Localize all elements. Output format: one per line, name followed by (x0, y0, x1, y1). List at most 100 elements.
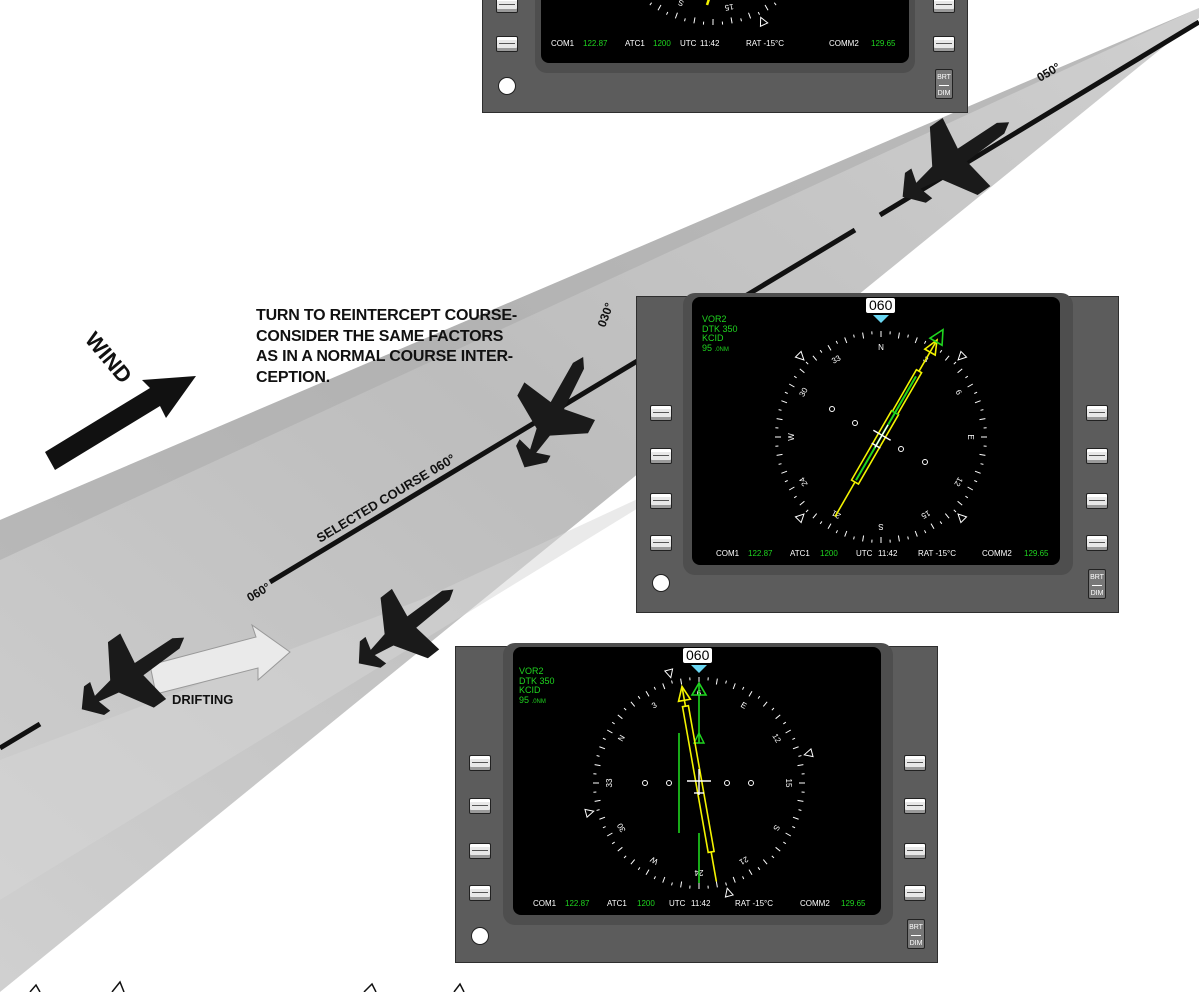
aircraft-turning (358, 588, 454, 668)
compass-tick (862, 535, 865, 542)
heading-pointer (873, 315, 889, 323)
compass-label: 12 (952, 476, 965, 489)
compass-tick (594, 799, 601, 802)
compass-label: 15 (724, 2, 735, 13)
compass-marker (759, 16, 769, 28)
compass-tick (783, 841, 787, 845)
compass-tick (957, 500, 963, 506)
utc-label: UTC (669, 899, 686, 908)
compass-tick (799, 368, 805, 374)
compass-label: S (771, 823, 781, 832)
line-select-key-right-1[interactable] (933, 0, 955, 13)
compass-tick (974, 400, 981, 404)
line-select-key-right-3[interactable] (1086, 493, 1108, 509)
compass-tick (645, 869, 650, 876)
compass-tick (674, 12, 678, 19)
compass-tick (914, 530, 918, 537)
line-select-key-left-4[interactable] (469, 885, 491, 901)
compass-tick (812, 513, 818, 519)
compass-tick (862, 332, 865, 339)
comm2-label: COMM2 (800, 899, 830, 908)
compass-label: 3 (650, 700, 659, 710)
compass-tick (680, 678, 683, 685)
line-select-key-left-2[interactable] (496, 36, 518, 52)
line-select-key-right-1[interactable] (904, 755, 926, 771)
wind-arrow (45, 376, 196, 470)
compass-tick (606, 832, 613, 837)
atc1-code: 1200 (820, 549, 838, 558)
line-select-key-left-1[interactable] (496, 0, 518, 13)
aircraft-drifting (81, 633, 185, 716)
rotary-knob[interactable] (498, 77, 516, 95)
line-select-key-left-1[interactable] (650, 405, 672, 421)
line-select-key-left-3[interactable] (469, 843, 491, 859)
compass-tick (980, 463, 984, 465)
compass-tick (771, 855, 775, 859)
compass-tick (819, 521, 823, 525)
line-select-key-right-2[interactable] (933, 36, 955, 52)
compass-tick (799, 500, 805, 506)
compass-label: S (878, 522, 883, 531)
compass-tick (974, 470, 981, 474)
line-select-key-right-4[interactable] (904, 885, 926, 901)
compass-tick (689, 885, 691, 889)
compass-tick (785, 729, 792, 734)
dim-label: DIM (909, 940, 923, 947)
rotary-knob[interactable] (652, 574, 670, 592)
line-select-key-left-4[interactable] (650, 535, 672, 551)
compass-tick (784, 480, 788, 483)
mfd-middle-screen: N36E1215S2124W3033 VOR2 DT (692, 297, 1060, 565)
compass-tick (930, 523, 935, 530)
compass-tick (788, 486, 795, 491)
compass-tick (827, 523, 832, 530)
compass-tick (801, 791, 805, 793)
mfd-top: N36E1215S2124W3033 COM1 122.87 ATC1 1200… (482, 0, 968, 113)
rotary-knob[interactable] (471, 927, 489, 945)
compass-tick (611, 721, 615, 725)
compass-tick (783, 721, 787, 725)
line-select-key-right-2[interactable] (904, 798, 926, 814)
compass-label: 30 (797, 386, 810, 399)
compass-tick (725, 680, 727, 684)
line-select-key-left-2[interactable] (650, 448, 672, 464)
compass-tick (793, 495, 797, 499)
compass-tick (907, 334, 909, 338)
compass-tick (693, 17, 696, 24)
rat-readout: RAT -15°C (735, 899, 774, 908)
compass-label: 15 (784, 779, 793, 788)
line-select-key-left-1[interactable] (469, 755, 491, 771)
line-select-key-left-3[interactable] (650, 493, 672, 509)
compass-tick (596, 809, 600, 811)
line-select-key-right-4[interactable] (1086, 535, 1108, 551)
utc-label: UTC (856, 549, 873, 558)
brt-label: BRT (909, 924, 923, 931)
compass-label: 15 (919, 508, 932, 521)
compass-tick (732, 876, 736, 883)
compass-tick (793, 375, 797, 379)
compass-tick (742, 876, 745, 880)
compass-tick (819, 349, 823, 353)
compass-tick (671, 680, 673, 684)
desired-track: DTK 350 (702, 323, 738, 334)
compass-tick (835, 340, 838, 344)
line-select-key-left-2[interactable] (469, 798, 491, 814)
compass-tick (944, 513, 950, 519)
compass-tick (939, 521, 943, 525)
compass-tick (748, 690, 753, 697)
mfd-middle: N36E1215S2124W3033 VOR2 DT (636, 293, 1119, 613)
compass-tick (730, 17, 733, 24)
compass-tick (740, 18, 742, 22)
line-select-key-right-2[interactable] (1086, 448, 1108, 464)
brt-dim-button[interactable]: BRT DIM (907, 919, 925, 949)
comm2-label: COMM2 (829, 39, 859, 48)
compass-tick (630, 701, 636, 707)
compass-tick (980, 409, 984, 411)
line-select-key-right-1[interactable] (1086, 405, 1108, 421)
compass-tick (773, 2, 777, 6)
compass-tick (778, 409, 782, 411)
compass-tick (797, 764, 804, 767)
compass-tick (721, 21, 724, 25)
line-select-key-right-3[interactable] (904, 843, 926, 859)
